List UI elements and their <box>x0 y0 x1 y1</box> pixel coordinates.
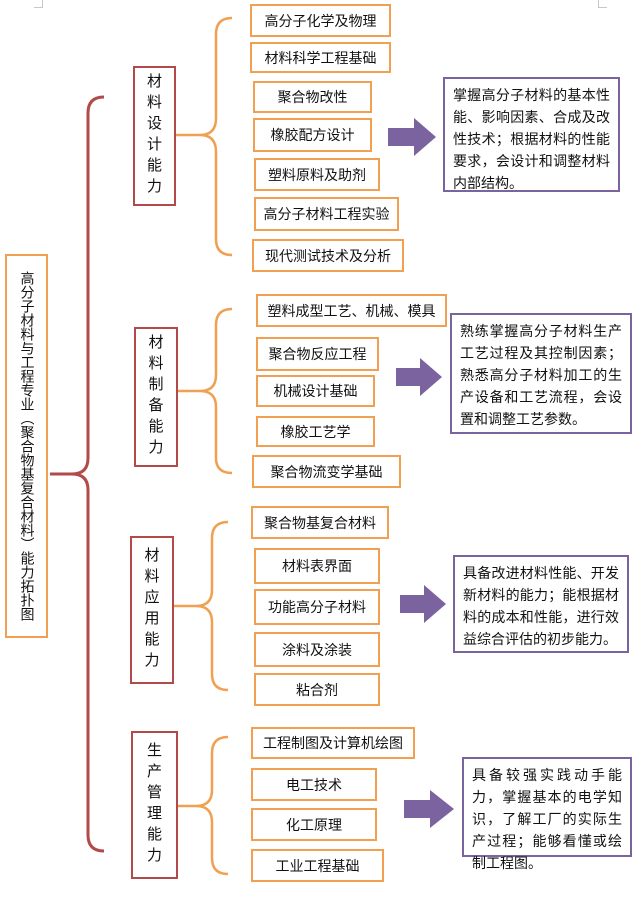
course-box: 电工技术 <box>251 768 377 801</box>
description-box-app: 具备改进材料性能、开发新材料的能力；能根据材料的成本和性能，进行效益综合评估的初… <box>453 555 629 653</box>
ability-box-mgmt: 生产管理能力 <box>131 731 178 879</box>
course-box: 橡胶工艺学 <box>256 416 375 447</box>
course-label: 高分子化学及物理 <box>264 13 377 30</box>
course-label: 聚合物反应工程 <box>268 347 367 363</box>
ability-label: 材料设计能力 <box>145 73 163 199</box>
course-label: 化工原理 <box>286 817 342 834</box>
brace-app <box>195 520 229 692</box>
course-label: 工程制图及计算机绘图 <box>263 736 403 752</box>
course-box: 塑料成型工艺、机械、模具 <box>256 294 447 327</box>
course-label: 聚合物改性 <box>277 90 348 106</box>
description-text: 具备较强实践动手能力，掌握基本的电学知识，了解工厂的实际生产过程；能够看懂或绘制… <box>472 768 622 872</box>
course-box: 功能高分子材料 <box>254 589 380 625</box>
course-box: 工程制图及计算机绘图 <box>251 727 415 759</box>
arrow-prep <box>396 358 442 396</box>
course-label: 高分子材料工程实验 <box>263 207 390 223</box>
course-box: 高分子化学及物理 <box>250 4 391 37</box>
description-text: 掌握高分子材料的基本性能、影响因素、合成及改性技术；根据材料的性能要求，会设计和… <box>453 88 610 192</box>
brace-mgmt <box>195 735 229 876</box>
course-label: 机械设计基础 <box>273 384 358 400</box>
course-label: 功能高分子材料 <box>268 600 366 616</box>
page-corner-mark-left <box>34 0 43 8</box>
description-box-design: 掌握高分子材料的基本性能、影响因素、合成及改性技术；根据材料的性能要求，会设计和… <box>443 77 620 192</box>
description-text: 具备改进材料性能、开发新材料的能力；能根据材料的成本和性能，进行效益综合评估的初… <box>463 566 619 648</box>
course-label: 橡胶工艺学 <box>280 424 351 441</box>
description-box-mgmt: 具备较强实践动手能力，掌握基本的电学知识，了解工厂的实际生产过程；能够看懂或绘制… <box>462 757 632 872</box>
course-label: 电工技术 <box>286 777 342 794</box>
arrow-app <box>400 585 446 623</box>
course-label: 粘合剂 <box>296 682 338 699</box>
course-box: 橡胶配方设计 <box>253 118 372 152</box>
ability-box-design: 材料设计能力 <box>133 66 176 206</box>
course-box: 高分子材料工程实验 <box>254 197 399 231</box>
ability-box-prep: 材料制备能力 <box>134 327 178 467</box>
course-box: 粘合剂 <box>254 673 380 706</box>
course-box: 聚合物流变学基础 <box>252 455 401 488</box>
course-label: 塑料成型工艺、机械、模具 <box>267 303 436 320</box>
arrow-mgmt <box>404 790 454 828</box>
course-label: 聚合物基复合材料 <box>264 515 376 532</box>
course-box: 机械设计基础 <box>256 375 375 407</box>
course-box: 现代测试技术及分析 <box>252 239 404 272</box>
course-label: 材料表界面 <box>282 559 352 575</box>
course-box: 工业工程基础 <box>251 849 384 882</box>
root-title: 高分子材料与工程专业（聚合物基复合材料）能力拓扑图 <box>18 271 35 621</box>
ability-box-app: 材料应用能力 <box>130 536 174 684</box>
course-label: 塑料原料及助剂 <box>268 167 366 184</box>
description-text: 熟练掌握高分子材料生产工艺过程及其控制因素；熟悉高分子材料加工的生产设备和工艺流… <box>460 324 622 428</box>
course-box: 材料科学工程基础 <box>250 42 391 73</box>
course-box: 涂料及涂装 <box>254 632 380 667</box>
arrow-design <box>388 118 436 156</box>
ability-label: 材料应用能力 <box>142 547 161 673</box>
course-box: 聚合物基复合材料 <box>251 506 389 539</box>
course-box: 塑料原料及助剂 <box>254 158 380 191</box>
ability-label: 材料制备能力 <box>146 334 165 460</box>
course-label: 橡胶配方设计 <box>270 128 355 144</box>
root-title-box: 高分子材料与工程专业（聚合物基复合材料）能力拓扑图 <box>5 254 48 638</box>
course-label: 涂料及涂装 <box>282 642 352 659</box>
course-box: 聚合物反应工程 <box>256 337 379 371</box>
brace-design <box>199 16 233 257</box>
course-label: 工业工程基础 <box>275 858 360 875</box>
course-box: 化工原理 <box>251 808 377 841</box>
page-corner-mark-right <box>598 0 607 8</box>
description-box-prep: 熟练掌握高分子材料生产工艺过程及其控制因素；熟悉高分子材料加工的生产设备和工艺流… <box>450 313 632 434</box>
course-label: 聚合物流变学基础 <box>270 464 383 481</box>
course-label: 现代测试技术及分析 <box>265 248 391 265</box>
ability-label: 生产管理能力 <box>145 742 163 868</box>
course-label: 材料科学工程基础 <box>264 50 377 67</box>
course-box: 聚合物改性 <box>253 81 372 113</box>
brace-prep <box>199 307 233 475</box>
root-bracket <box>71 95 105 853</box>
course-box: 材料表界面 <box>254 548 380 584</box>
